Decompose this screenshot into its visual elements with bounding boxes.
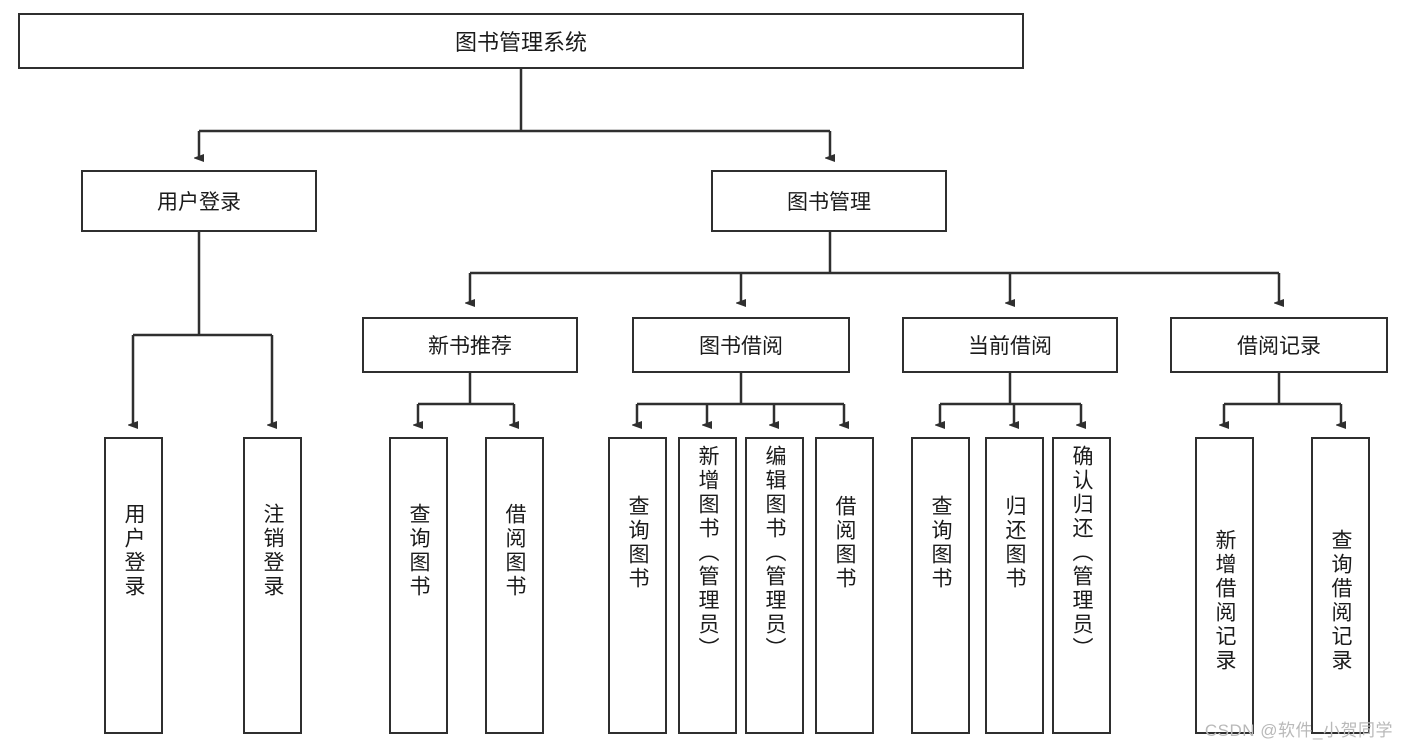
leaf-current-confirm-return[interactable]: 确认归还（管理员）: [1052, 437, 1111, 734]
node-current-borrow-label: 当前借阅: [968, 335, 1052, 358]
node-new-book-recommend[interactable]: 新书推荐: [362, 317, 578, 373]
leaf-label: 注销登录: [261, 503, 284, 599]
leaf-label: 新增图书（管理员）: [696, 445, 719, 661]
leaf-user-login-logout[interactable]: 注销登录: [243, 437, 302, 734]
leaf-label: 查询借阅记录: [1329, 529, 1352, 673]
leaf-label: 借阅图书: [503, 503, 526, 599]
leaf-new-book-query[interactable]: 查询图书: [389, 437, 448, 734]
leaf-user-login-login[interactable]: 用户登录: [104, 437, 163, 734]
node-borrow-record-label: 借阅记录: [1237, 335, 1321, 358]
leaf-borrow-query-book[interactable]: 查询图书: [608, 437, 667, 734]
node-current-borrow[interactable]: 当前借阅: [902, 317, 1118, 373]
leaf-label: 归还图书: [1003, 495, 1026, 591]
node-root-label: 图书管理系统: [454, 30, 587, 55]
node-book-borrow[interactable]: 图书借阅: [632, 317, 850, 373]
node-user-login[interactable]: 用户登录: [81, 170, 317, 232]
leaf-record-add[interactable]: 新增借阅记录: [1195, 437, 1254, 734]
leaf-label: 编辑图书（管理员）: [763, 445, 786, 661]
leaf-borrow-borrow-book[interactable]: 借阅图书: [815, 437, 874, 734]
leaf-label: 借阅图书: [833, 495, 856, 591]
leaf-borrow-add-book[interactable]: 新增图书（管理员）: [678, 437, 737, 734]
leaf-label: 新增借阅记录: [1213, 529, 1236, 673]
node-book-management-label: 图书管理: [787, 191, 871, 214]
node-user-login-label: 用户登录: [157, 191, 241, 214]
leaf-borrow-edit-book[interactable]: 编辑图书（管理员）: [745, 437, 804, 734]
node-book-management[interactable]: 图书管理: [711, 170, 947, 232]
leaf-new-book-borrow[interactable]: 借阅图书: [485, 437, 544, 734]
node-root[interactable]: 图书管理系统: [18, 13, 1024, 69]
node-new-book-recommend-label: 新书推荐: [428, 335, 512, 358]
leaf-label: 确认归还（管理员）: [1070, 445, 1093, 661]
leaf-label: 用户登录: [122, 503, 145, 599]
leaf-label: 查询图书: [626, 495, 649, 591]
leaf-label: 查询图书: [929, 495, 952, 591]
node-book-borrow-label: 图书借阅: [699, 335, 783, 358]
node-borrow-record[interactable]: 借阅记录: [1170, 317, 1388, 373]
leaf-record-query[interactable]: 查询借阅记录: [1311, 437, 1370, 734]
leaf-label: 查询图书: [407, 503, 430, 599]
leaf-current-return-book[interactable]: 归还图书: [985, 437, 1044, 734]
leaf-current-query-book[interactable]: 查询图书: [911, 437, 970, 734]
watermark: CSDN @软件_小贺同学: [1204, 721, 1393, 740]
